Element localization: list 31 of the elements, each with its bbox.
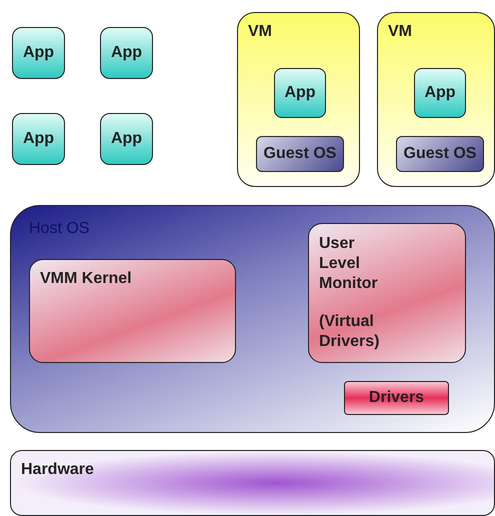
nested-box — [414, 68, 466, 118]
layer-box — [12, 113, 65, 165]
nested-box — [256, 136, 344, 172]
layer-box — [10, 450, 495, 516]
layer-box — [100, 113, 153, 165]
box-label: VMM Kernel — [40, 270, 133, 288]
nested-box — [308, 223, 466, 363]
box-label: App — [110, 44, 142, 62]
box-label: App — [110, 130, 142, 148]
layer-box — [237, 12, 360, 187]
box-label: VM — [248, 23, 273, 41]
nested-box — [344, 381, 449, 415]
layer-box — [12, 27, 65, 79]
box-label: App — [284, 84, 316, 102]
box-label: Guest OS — [264, 145, 336, 163]
layer-box — [377, 12, 495, 187]
nested-box — [274, 68, 326, 118]
layer-box — [100, 27, 153, 79]
box-label: VM — [388, 23, 413, 41]
box-label: (Virtual Drivers) — [319, 312, 380, 352]
nested-box — [396, 136, 484, 172]
box-label: App — [22, 130, 54, 148]
box-label: Drivers — [368, 389, 424, 407]
box-label: Hardware — [21, 461, 95, 479]
box-label: App — [22, 44, 54, 62]
nested-box — [29, 259, 236, 363]
layer-box — [10, 205, 495, 433]
box-label: Guest OS — [404, 145, 476, 163]
box-label: Host OS — [29, 220, 90, 238]
box-label: App — [424, 84, 456, 102]
box-label: User Level Monitor — [319, 234, 379, 294]
